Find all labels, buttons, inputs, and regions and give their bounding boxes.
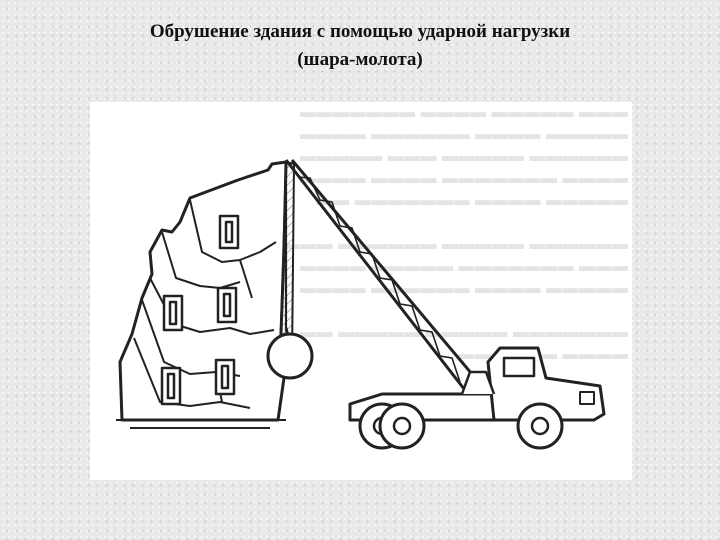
wheel [380, 404, 424, 448]
window [220, 216, 238, 248]
damaged-building [116, 162, 294, 428]
crane-truck [350, 348, 604, 448]
window [216, 360, 234, 394]
wheel [518, 404, 562, 448]
cab-grille [580, 392, 594, 404]
illustration-svg [90, 102, 632, 480]
slide-title: Обрушение здания с помощью ударной нагру… [0, 18, 720, 74]
window [218, 288, 236, 322]
title-line-1: Обрушение здания с помощью ударной нагру… [0, 18, 720, 46]
window [162, 368, 180, 404]
crane-boom [286, 160, 482, 394]
building-outline [120, 162, 286, 420]
wrecking-ball [268, 334, 312, 378]
demolition-illustration: ▬▬▬ ▬▬▬▬▬ ▬▬▬▬ ▬▬▬▬▬▬▬ ▬▬▬▬▬ ▬▬▬▬ ▬▬▬▬▬▬… [90, 102, 632, 480]
window [164, 296, 182, 330]
cab-window [504, 358, 534, 376]
title-line-2: (шара-молота) [0, 46, 720, 74]
